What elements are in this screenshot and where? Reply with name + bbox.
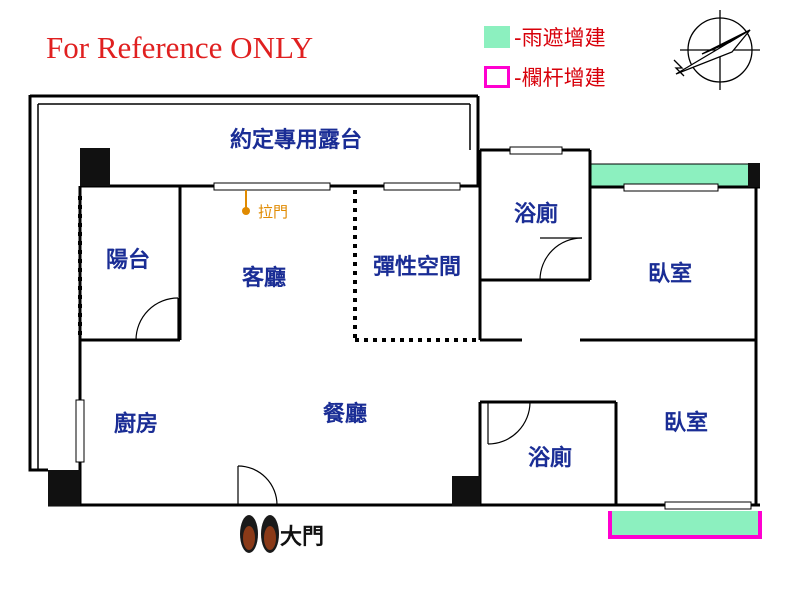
room-terrace: 約定專用露台: [229, 128, 363, 153]
shoes-icon: [240, 515, 279, 553]
watermark-text: For Reference ONLY: [46, 30, 314, 65]
room-bedroom-bottom: 臥室: [663, 411, 709, 436]
room-bathroom-bottom: 浴廁: [527, 446, 573, 471]
room-bathroom-top: 浴廁: [513, 202, 559, 227]
compass-rose-icon: [673, 10, 760, 90]
windows: [75, 146, 752, 510]
room-flex-space: 彈性空間: [372, 255, 462, 280]
legend-rain-cover: -雨遮增建: [484, 22, 606, 52]
room-living: 客廳: [241, 266, 287, 291]
rain-cover-swatch: [484, 26, 510, 48]
flexible-partitions: [78, 190, 478, 342]
room-balcony: 陽台: [105, 248, 151, 273]
railing-label: -欄杆增建: [514, 66, 606, 90]
walls: [28, 94, 760, 507]
legend-railing: -欄杆增建: [484, 62, 606, 92]
sliding-door-marker: [242, 190, 250, 215]
room-kitchen: 廚房: [113, 412, 159, 437]
railing-addition: [608, 511, 762, 539]
room-dining: 餐廳: [322, 402, 368, 427]
rain-cover-addition-bottom: [612, 511, 758, 537]
rain-cover-label: -雨遮增建: [514, 26, 606, 50]
door-swings: [135, 237, 583, 506]
main-door-label: 大門: [280, 525, 325, 550]
structural-columns: [48, 148, 760, 506]
room-bedroom-top: 臥室: [647, 262, 693, 287]
rain-cover-addition: [589, 163, 753, 187]
sliding-door-label: 拉門: [258, 203, 289, 221]
railing-swatch: [484, 66, 510, 88]
